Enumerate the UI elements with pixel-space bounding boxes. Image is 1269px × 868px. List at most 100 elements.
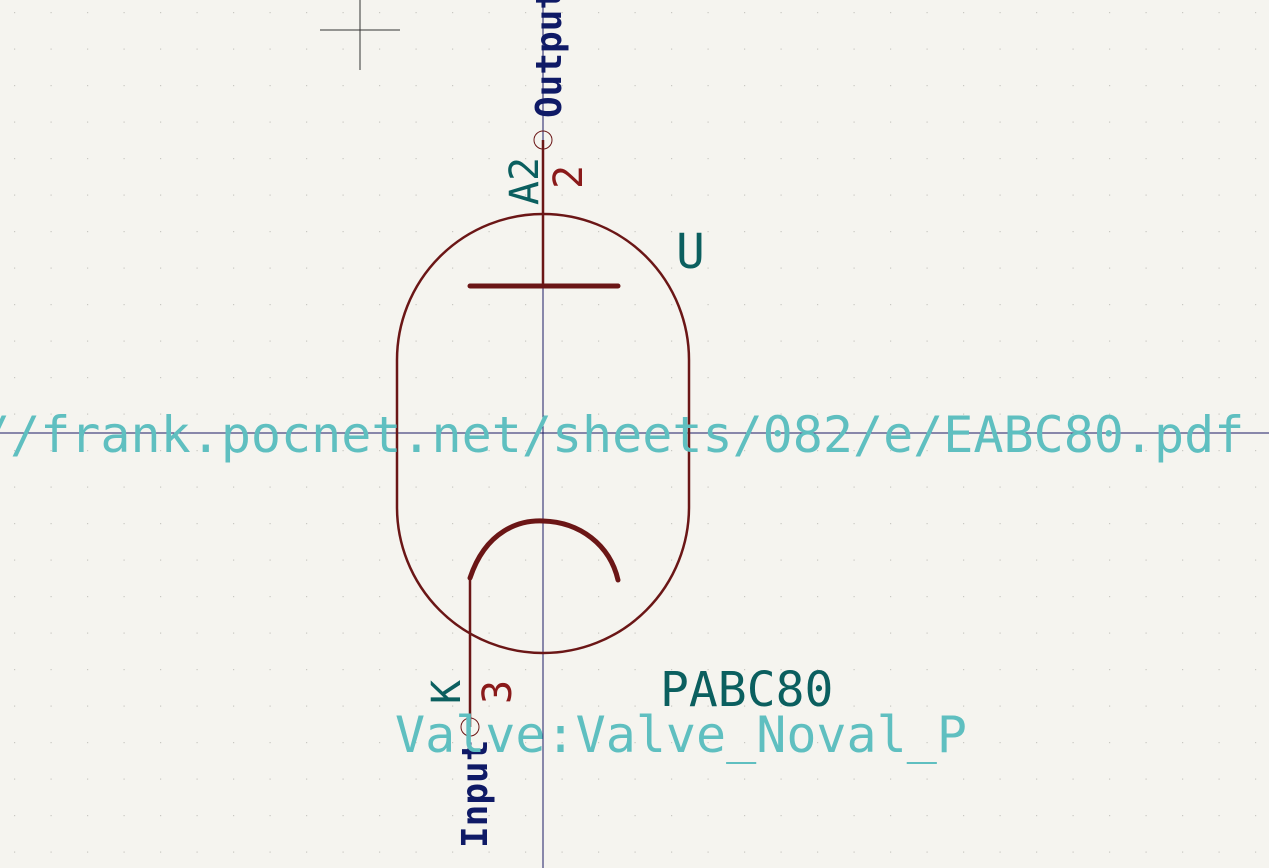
grid-dot <box>525 596 527 598</box>
grid-dot <box>707 450 709 452</box>
grid-dot <box>561 486 563 488</box>
grid-dot <box>415 121 417 123</box>
grid-dot <box>780 559 782 561</box>
grid-dot <box>525 705 527 707</box>
grid-dot <box>1255 121 1257 123</box>
grid-dot <box>1182 486 1184 488</box>
pin-3-connection-point[interactable] <box>460 717 480 737</box>
grid-dot <box>50 778 52 780</box>
grid-dot <box>160 304 162 306</box>
grid-dot <box>379 121 381 123</box>
grid-dot <box>744 85 746 87</box>
grid-dot <box>14 559 16 561</box>
grid-dot <box>123 450 125 452</box>
footprint-field[interactable]: Valve:Valve_Noval_P <box>395 706 967 764</box>
grid-dot <box>269 486 271 488</box>
grid-dot <box>415 778 417 780</box>
grid-dot <box>890 48 892 50</box>
grid-dot <box>853 158 855 160</box>
grid-dot <box>926 559 928 561</box>
grid-dot <box>1072 450 1074 452</box>
grid-dot <box>999 12 1001 14</box>
grid-dot <box>671 559 673 561</box>
grid-dot <box>123 669 125 671</box>
grid-dot <box>342 267 344 269</box>
grid-dot <box>87 231 89 233</box>
value-field[interactable]: PABC80 <box>660 662 833 718</box>
grid-dot <box>926 48 928 50</box>
grid-dot <box>87 121 89 123</box>
grid-dot <box>817 523 819 525</box>
grid-dot <box>233 742 235 744</box>
grid-dot <box>999 85 1001 87</box>
valve-symbol[interactable] <box>395 140 691 727</box>
grid-dot <box>1109 632 1111 634</box>
grid-dot <box>853 304 855 306</box>
grid-dot <box>87 304 89 306</box>
grid-dot <box>415 413 417 415</box>
grid-dot <box>671 523 673 525</box>
grid-dot <box>817 48 819 50</box>
grid-dot <box>269 48 271 50</box>
grid-dot <box>87 851 89 853</box>
net-label-output[interactable]: Output <box>529 0 570 118</box>
grid-dot <box>233 121 235 123</box>
grid-dot <box>1255 669 1257 671</box>
grid-dot <box>14 158 16 160</box>
grid-dot <box>1255 340 1257 342</box>
grid-dot <box>415 559 417 561</box>
grid-dot <box>926 158 928 160</box>
grid-dot <box>561 778 563 780</box>
grid-dot <box>853 377 855 379</box>
grid-dot <box>744 486 746 488</box>
grid-dot <box>634 231 636 233</box>
grid-dot <box>853 851 855 853</box>
reference-designator[interactable]: U <box>676 224 705 280</box>
grid-dot <box>707 413 709 415</box>
grid-dot <box>415 231 417 233</box>
grid-dot <box>926 85 928 87</box>
grid-dot <box>488 669 490 671</box>
grid-dot <box>233 12 235 14</box>
grid-dot <box>561 194 563 196</box>
grid-dot <box>890 158 892 160</box>
grid-dot <box>963 778 965 780</box>
grid-dot <box>269 267 271 269</box>
pin-name-a2: A2 <box>502 157 548 205</box>
grid-dot <box>1036 815 1038 817</box>
grid-dot <box>415 596 417 598</box>
grid-dot <box>1072 596 1074 598</box>
grid-dot <box>707 705 709 707</box>
grid-dot <box>999 267 1001 269</box>
grid-dot <box>196 231 198 233</box>
grid-dot <box>1218 596 1220 598</box>
grid-dot <box>87 12 89 14</box>
grid-dot <box>306 340 308 342</box>
grid-dot <box>415 377 417 379</box>
grid-dot <box>707 194 709 196</box>
grid-dot <box>780 815 782 817</box>
grid-dot <box>269 304 271 306</box>
grid-dot <box>123 742 125 744</box>
grid-dot <box>1109 778 1111 780</box>
net-label-input[interactable]: Input <box>455 740 496 848</box>
grid-dot <box>452 304 454 306</box>
grid-dot <box>525 486 527 488</box>
grid-dot <box>707 523 709 525</box>
grid-dot <box>525 559 527 561</box>
grid-dot <box>1255 486 1257 488</box>
grid-dot <box>817 267 819 269</box>
datasheet-field[interactable]: //frank.pocnet.net/sheets/082/e/EABC80.p… <box>0 406 1244 464</box>
grid-dot <box>160 85 162 87</box>
grid-dot <box>634 267 636 269</box>
grid-dot <box>525 851 527 853</box>
grid-dot <box>50 340 52 342</box>
grid-dot <box>561 340 563 342</box>
pin-2-connection-point[interactable] <box>533 130 553 150</box>
grid-dot <box>707 596 709 598</box>
grid-dot <box>671 194 673 196</box>
grid-dot <box>890 231 892 233</box>
grid-dot <box>160 486 162 488</box>
grid-dot <box>196 377 198 379</box>
